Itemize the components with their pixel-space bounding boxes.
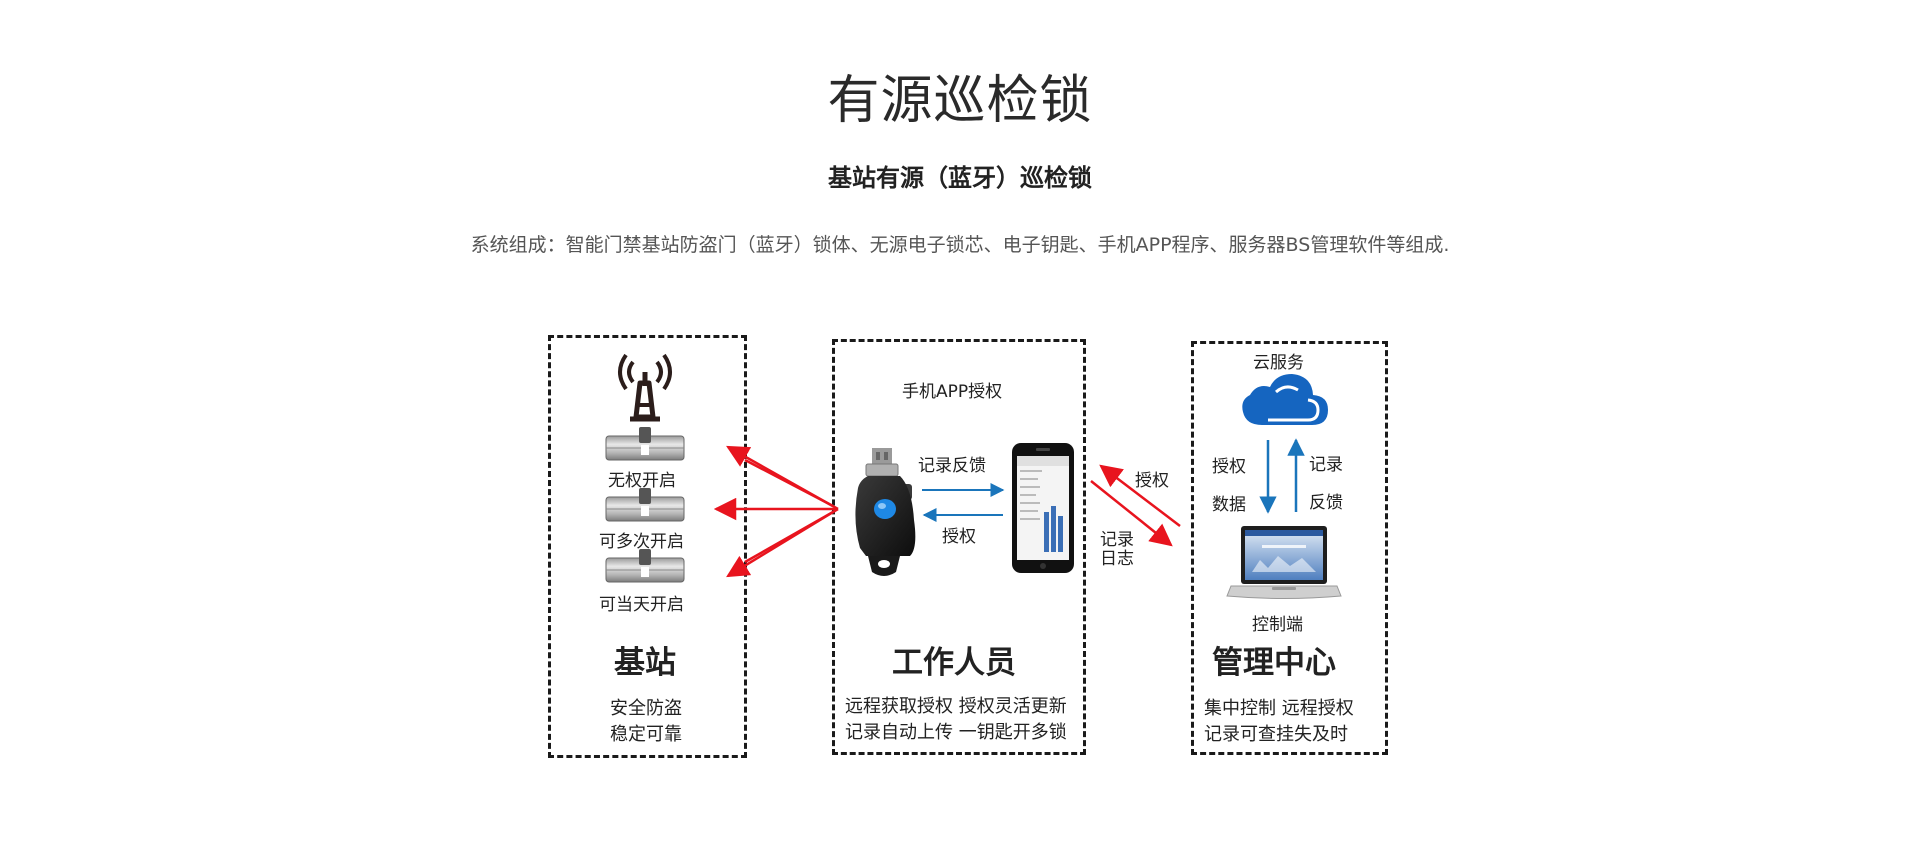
worker-panel — [832, 339, 1086, 755]
up-label-feedback: 反馈 — [1309, 493, 1343, 513]
lock-cylinder-icon — [605, 488, 685, 522]
worker-feature-1: 远程获取授权 授权灵活更新 — [845, 696, 1067, 717]
authorize-label: 授权 — [942, 527, 976, 547]
base-station-panel — [548, 335, 747, 758]
base-station-feature-1: 安全防盗 — [610, 698, 682, 719]
management-title: 管理中心 — [1212, 645, 1336, 681]
lock-label-same-day: 可当天开启 — [599, 595, 684, 615]
down-label-authorize: 授权 — [1212, 457, 1246, 477]
app-authorization-label: 手机APP授权 — [902, 382, 1003, 402]
bluetooth-key-icon — [855, 448, 916, 576]
page-title: 有源巡检锁 — [827, 71, 1093, 131]
key-phone-arrows — [922, 483, 1005, 522]
laptop-icon — [1226, 526, 1342, 599]
antenna-tower-icon — [618, 353, 672, 422]
lock-cylinder-icon — [605, 427, 685, 461]
cloud-control-arrows — [1259, 438, 1305, 514]
page-subtitle: 基站有源（蓝牙）巡检锁 — [828, 164, 1092, 192]
management-panel — [1191, 341, 1388, 755]
cloud-service-label: 云服务 — [1253, 353, 1304, 373]
base-station-feature-2: 稳定可靠 — [610, 724, 682, 745]
unlock-arrows — [713, 445, 839, 578]
management-feature-2: 记录可查挂失及时 — [1204, 724, 1348, 745]
worker-title: 工作人员 — [892, 645, 1016, 681]
lock-cylinder-icon — [605, 549, 685, 583]
lock-label-multiple-open: 可多次开启 — [599, 532, 684, 552]
up-label-record: 记录 — [1309, 455, 1343, 475]
link-authorize-label: 授权 — [1135, 471, 1169, 491]
control-terminal-label: 控制端 — [1252, 615, 1303, 635]
worker-management-arrows — [1090, 464, 1181, 547]
base-station-title: 基站 — [614, 645, 676, 681]
down-label-data: 数据 — [1212, 495, 1246, 515]
smartphone-icon — [1012, 443, 1074, 573]
system-description: 系统组成：智能门禁基站防盗门（蓝牙）锁体、无源电子锁芯、电子钥匙、手机APP程序… — [470, 234, 1450, 256]
management-feature-1: 集中控制 远程授权 — [1204, 698, 1354, 719]
link-record-label: 记录 — [1100, 530, 1134, 550]
cloud-icon — [1242, 374, 1328, 425]
record-feedback-label: 记录反馈 — [918, 456, 986, 476]
worker-feature-2: 记录自动上传 一钥匙开多锁 — [845, 722, 1067, 743]
lock-label-no-permission: 无权开启 — [608, 471, 676, 491]
link-log-label: 日志 — [1100, 549, 1134, 569]
